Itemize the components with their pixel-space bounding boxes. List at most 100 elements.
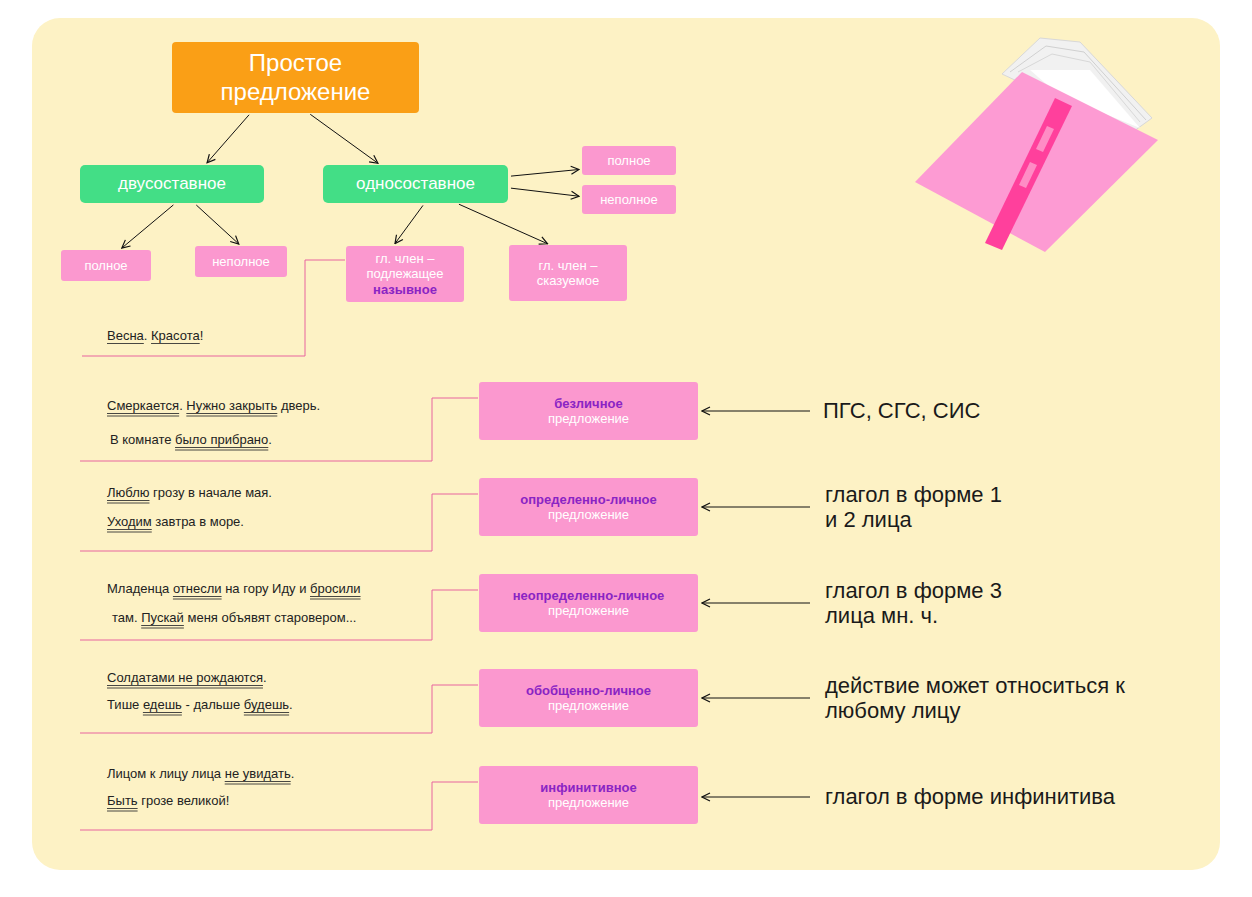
underline: [107, 688, 263, 689]
type-box: обобщенно-личноепредложение: [479, 669, 698, 727]
example-sentence: Уходим завтра в море.: [107, 514, 244, 530]
node-subtext: предложение: [548, 698, 629, 713]
node-text: обобщенно-личное: [526, 683, 651, 698]
connector-arrow: [459, 204, 548, 244]
subtype-box: полное: [582, 146, 676, 175]
node-text: неполное: [212, 254, 270, 269]
connector-arrow: [196, 205, 238, 244]
type-box: неопределенно-личноепредложение: [479, 574, 698, 632]
spine-detail: [1019, 162, 1037, 188]
connector-arrow: [207, 115, 249, 163]
pointer-arrow: [702, 797, 810, 798]
type-box: определенно-личноепредложение: [479, 478, 698, 536]
underline: [173, 596, 222, 597]
subtype-box: неполное: [582, 185, 676, 214]
title-box: Простое предложение: [172, 42, 419, 113]
underline: [107, 532, 152, 533]
node-text: безличное: [554, 396, 622, 411]
leader-line: [80, 590, 478, 640]
underlines: [107, 344, 361, 812]
underline: [107, 500, 149, 501]
underline: [225, 784, 291, 785]
underline: [107, 808, 138, 809]
pointer-arrow: [702, 603, 810, 604]
pointer-arrow: [702, 507, 810, 508]
underline: [175, 450, 268, 451]
underline: [244, 715, 289, 716]
subtype-box: гл. член – сказуемое: [509, 245, 627, 301]
underline: [107, 413, 179, 414]
example-sentence: Быть грозе великой!: [107, 793, 229, 809]
rule-note: глагол в форме инфинитива: [825, 784, 1115, 809]
rule-note: глагол в форме 3 лица мн. ч.: [825, 578, 1003, 629]
underline: [175, 447, 268, 448]
underline: [141, 625, 184, 626]
subtype-box: полное: [61, 250, 151, 281]
category-box: двусоставное: [80, 165, 264, 203]
category-box: односоставное: [323, 165, 508, 203]
underline: [310, 599, 361, 600]
underline: [143, 715, 182, 716]
example-sentence: Люблю грозу в начале мая.: [107, 485, 272, 501]
node-text: гл. член – сказуемое: [515, 258, 621, 289]
leader-line: [80, 494, 478, 551]
example-sentence: Смеркается. Нужно закрыть дверь.: [107, 398, 320, 414]
node-text: неопределенно-личное: [513, 588, 665, 603]
underline: [151, 343, 200, 344]
example-sentence: Весна. Красота!: [107, 328, 203, 344]
underline: [107, 529, 152, 530]
underline: [107, 416, 179, 417]
underline: [225, 781, 291, 782]
book-spine: [985, 98, 1072, 250]
node-subtext: назывное: [373, 282, 437, 297]
connector-arrow: [395, 205, 423, 243]
example-sentence: Младенца отнесли на гору Иду и бросили: [107, 581, 361, 597]
node-text: двусоставное: [118, 174, 226, 194]
connector-arrow: [511, 188, 579, 196]
pointer-arrows: [702, 411, 810, 797]
underline: [173, 599, 222, 600]
node-text: полное: [84, 258, 127, 273]
underline: [310, 596, 361, 597]
underline: [186, 416, 277, 417]
subtype-box: гл. член – подлежащееназывное: [346, 246, 464, 302]
example-sentence: В комнате было прибрано.: [110, 432, 272, 448]
underline: [244, 712, 289, 713]
node-text: определенно-личное: [520, 492, 657, 507]
book-illustration: [915, 38, 1158, 252]
pointer-arrow: [702, 411, 810, 412]
underline: [143, 712, 182, 713]
leader-line: [80, 782, 478, 830]
node-subtext: предложение: [548, 411, 629, 426]
rule-note: глагол в форме 1 и 2 лица: [825, 482, 1003, 533]
node-text: инфинитивное: [540, 780, 636, 795]
underline: [107, 343, 144, 344]
node-text: односоставное: [356, 174, 475, 194]
node-text: полное: [607, 153, 650, 168]
leader-line: [80, 398, 478, 461]
node-subtext: предложение: [548, 795, 629, 810]
underline: [107, 503, 149, 504]
underline: [107, 685, 263, 686]
underline: [107, 811, 138, 812]
connector-arrow: [122, 205, 174, 248]
example-sentence: там. Пускай меня объявят старовером...: [112, 610, 356, 626]
background-panel: [32, 18, 1220, 870]
subtype-box: неполное: [195, 246, 287, 277]
node-subtext: предложение: [548, 507, 629, 522]
example-sentence: Тише едешь - дальше будешь.: [107, 697, 293, 713]
node-text: гл. член – подлежащее: [352, 251, 458, 282]
example-sentence: Солдатами не рождаются.: [107, 670, 267, 686]
node-text: Простое предложение: [184, 48, 407, 107]
rule-note: действие может относиться к любому лицу: [825, 673, 1127, 724]
node-text: неполное: [600, 192, 658, 207]
pointer-arrow: [702, 698, 810, 699]
example-sentence: Лицом к лицу лица не увидать.: [107, 766, 294, 782]
underline: [141, 628, 184, 629]
spine-detail: [1036, 126, 1054, 152]
underline: [186, 413, 277, 414]
type-box: инфинитивноепредложение: [479, 766, 698, 824]
book-cover: [915, 72, 1158, 252]
